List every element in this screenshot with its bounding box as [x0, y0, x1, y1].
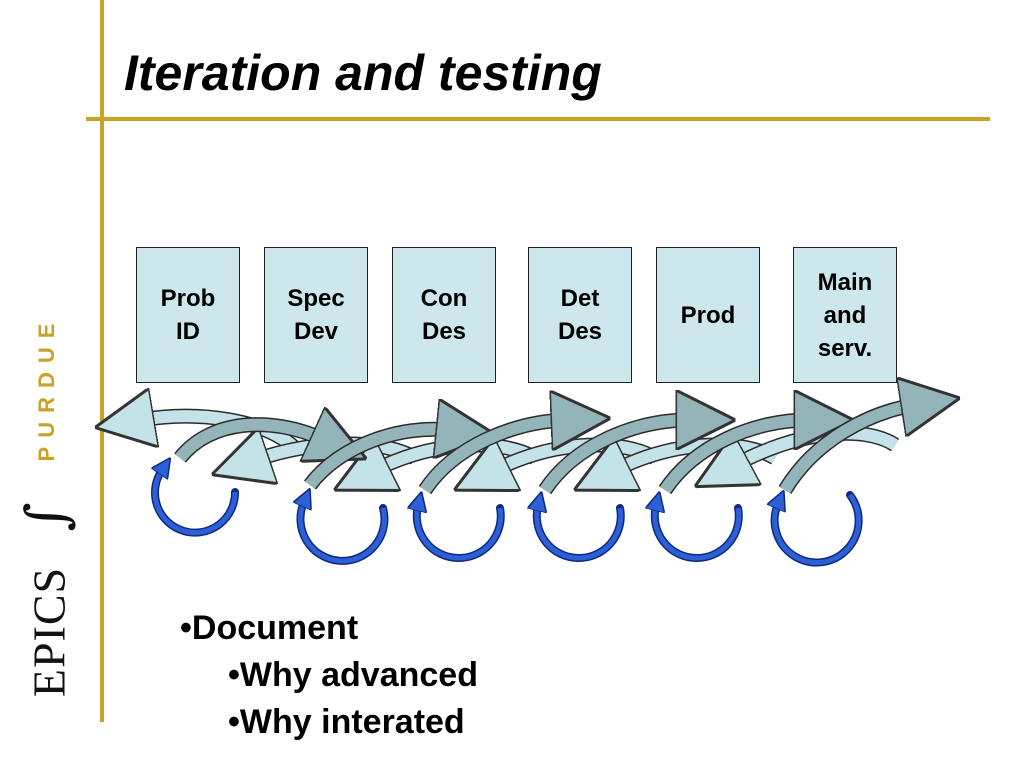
feedback-arrow: [140, 416, 300, 453]
forward-arrow: [175, 425, 325, 458]
forward-arrow: [779, 405, 915, 494]
stage-box-main-and-serv: Main and serv.: [793, 247, 897, 383]
forward-arrow: [660, 420, 808, 494]
loop-arrow: [300, 502, 387, 564]
forward-arrows: [174, 405, 915, 495]
loop-arrow: [775, 495, 862, 565]
loop-arrow: [155, 470, 238, 536]
title-underline: [86, 117, 990, 121]
loop-arrow: [532, 502, 625, 563]
forward-arrow: [540, 420, 690, 494]
stage-box-con-des: Con Des: [392, 247, 496, 383]
loop-arrow: [655, 506, 742, 561]
stage-box-prob-id: Prob ID: [136, 247, 240, 383]
stage-box-det-des: Det Des: [528, 247, 632, 383]
bullet-why-interated: •Why interated: [228, 703, 465, 741]
loop-arrow: [650, 502, 743, 563]
slide-title: Iteration and testing: [124, 45, 602, 101]
bullet-why-advanced: •Why advanced: [228, 656, 478, 694]
forward-arrow: [305, 429, 450, 489]
stage-box-spec-dev: Spec Dev: [264, 247, 368, 383]
bullet-list: •Document •Why advanced •Why interated: [180, 605, 478, 746]
loop-arrow: [412, 502, 505, 563]
stage-box-prod: Prod: [656, 247, 760, 383]
bullet-document: •Document: [180, 609, 359, 647]
loop-arrow: [417, 506, 504, 561]
forward-arrow: [420, 420, 565, 494]
loop-arrow: [537, 506, 624, 561]
self-loop-arrows: [155, 470, 863, 567]
vertical-rule: [100, 0, 104, 722]
